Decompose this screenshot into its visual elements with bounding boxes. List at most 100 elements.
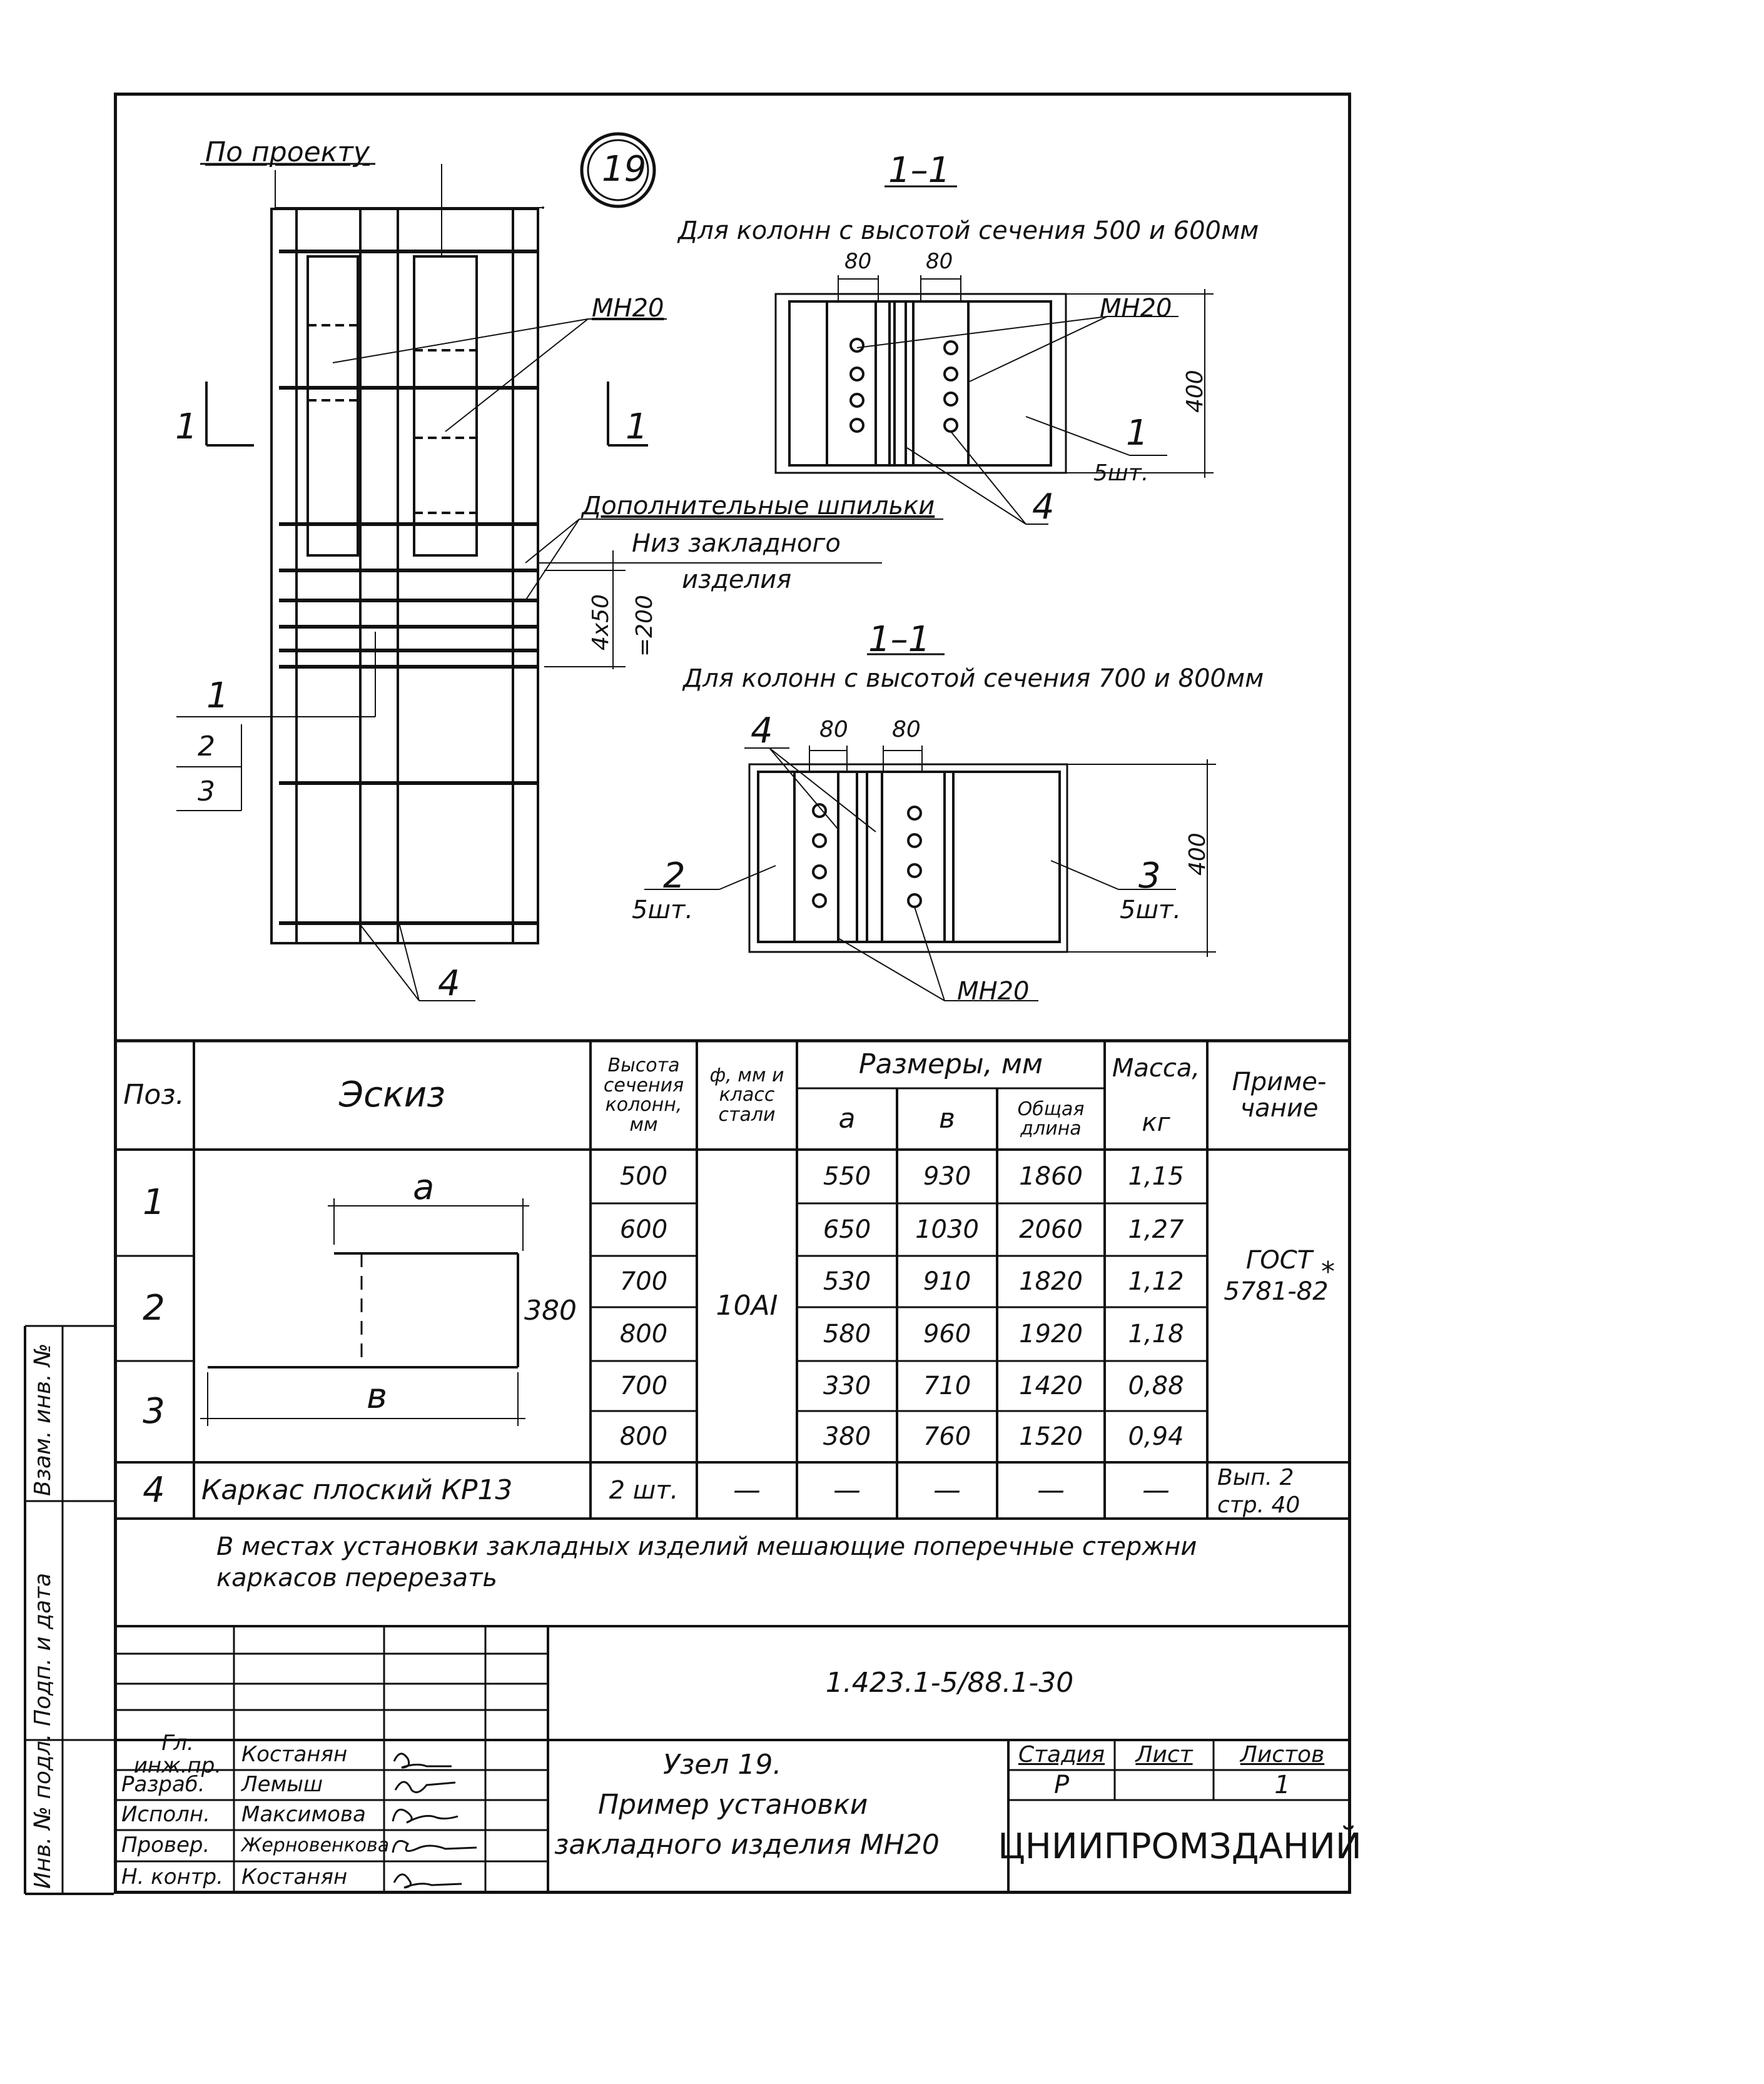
side-stamp-inv-orig: Инв. № подл.: [30, 1733, 56, 1889]
mn20-label: МН20: [592, 294, 664, 323]
role-3: Исполн.: [121, 1802, 210, 1828]
name-2: Лемыш: [241, 1772, 323, 1798]
row-5-a: 330: [823, 1372, 871, 1400]
pos-4-label: 4: [438, 963, 460, 1004]
bottom-label-2: изделия: [682, 565, 792, 594]
row-frame-note-2: стр. 40: [1217, 1492, 1300, 1518]
header-dim-b: в: [939, 1102, 955, 1135]
header-dims: Размеры, мм: [858, 1048, 1043, 1080]
row-5-total: 1420: [1019, 1372, 1083, 1400]
row-pos-3: 3: [143, 1390, 165, 1432]
row-4-b: 960: [923, 1320, 971, 1348]
pos-3-label: 3: [198, 776, 215, 807]
name-4: Жерновенкова: [241, 1834, 390, 1857]
title-line-2: Пример установки: [598, 1789, 868, 1821]
sketch-label-b: в: [367, 1376, 388, 1417]
row-frame-dash-mass: —: [1142, 1474, 1170, 1506]
section-2-pos-2-count: 5шт.: [632, 896, 694, 924]
sheets-header: Листов: [1240, 1742, 1325, 1768]
row-frame-pos: 4: [143, 1469, 165, 1510]
header-sketch: Эскиз: [339, 1074, 445, 1115]
row-1-mass: 1,15: [1128, 1162, 1184, 1191]
steel-class: 10АI: [716, 1289, 778, 1322]
row-frame-name: Каркас плоский КР13: [201, 1474, 513, 1506]
sheet-header: Лист: [1135, 1742, 1193, 1768]
row-3-mass: 1,12: [1128, 1267, 1184, 1296]
section-2-caption: Для колонн с высотой сечения 700 и 800мм: [683, 664, 1264, 693]
row-frame-dash-diameter: —: [733, 1474, 761, 1506]
row-2-a: 650: [823, 1215, 871, 1244]
sketch-label-h: 380: [524, 1295, 577, 1327]
section-marker-left: 1: [175, 407, 198, 447]
section-marker-right: 1: [626, 407, 648, 447]
section-2-pos-4: 4: [751, 711, 773, 751]
role-5: Н. контр.: [121, 1864, 223, 1890]
row-frame-dash-total: —: [1037, 1474, 1065, 1506]
role-2: Разраб.: [121, 1772, 205, 1798]
title-line-3: закладного изделия МН20: [554, 1829, 940, 1861]
row-6-height: 800: [619, 1422, 668, 1451]
row-3-total: 1820: [1019, 1267, 1083, 1296]
section-2-dim-80b: 80: [892, 717, 921, 742]
row-frame-dash-b: —: [933, 1474, 961, 1506]
row-1-a: 550: [823, 1162, 871, 1191]
section-2-title: 1–1: [868, 619, 931, 660]
stage-header: Стадия: [1018, 1742, 1105, 1768]
row-2-b: 1030: [915, 1215, 979, 1244]
gost-line-2: 5781-82: [1224, 1277, 1329, 1306]
gost-line-1: ГОСТ: [1245, 1246, 1313, 1275]
row-5-b: 710: [923, 1372, 971, 1400]
sketch-label-a: а: [413, 1167, 435, 1208]
name-3: Максимова: [241, 1802, 366, 1828]
section-1-dim-80a: 80: [844, 249, 872, 274]
row-5-height: 700: [619, 1372, 668, 1400]
section-1-dim-80b: 80: [926, 249, 953, 274]
sheet-value: [1115, 1770, 1214, 1800]
header-dim-a: а: [838, 1102, 856, 1135]
row-6-b: 760: [923, 1422, 971, 1451]
row-frame-qty: 2 шт.: [609, 1476, 679, 1505]
sheets-value: 1: [1274, 1771, 1290, 1799]
row-1-total: 1860: [1019, 1162, 1083, 1191]
row-3-a: 530: [823, 1267, 871, 1296]
row-4-mass: 1,18: [1128, 1320, 1184, 1348]
header-diameter: ф, мм и класс стали: [709, 1064, 784, 1126]
section-1-pos-4: 4: [1032, 487, 1055, 527]
row-5-mass: 0,88: [1128, 1372, 1184, 1400]
title-line-1: Узел 19.: [663, 1749, 782, 1781]
section-1-caption: Для колонн с высотой сечения 500 и 600мм: [678, 216, 1259, 245]
row-3-height: 700: [619, 1267, 668, 1296]
header-mass: Масса,: [1112, 1054, 1200, 1083]
gost-star: *: [1321, 1256, 1335, 1288]
row-2-mass: 1,27: [1128, 1215, 1184, 1244]
section-1-qty-pos: 1: [1126, 413, 1148, 453]
document-code: 1.423.1-5/88.1-30: [825, 1666, 1074, 1699]
name-1: Костанян: [241, 1742, 348, 1768]
header-pos: Поз.: [123, 1078, 185, 1111]
role-4: Провер.: [121, 1833, 210, 1858]
section-2-mn20: МН20: [957, 977, 1030, 1006]
section-2-pos-2: 2: [663, 856, 686, 896]
by-project-label: По проекту: [205, 136, 370, 168]
row-2-total: 2060: [1019, 1215, 1083, 1244]
row-frame-note-1: Вып. 2: [1217, 1465, 1294, 1490]
row-1-height: 500: [619, 1162, 668, 1191]
row-pos-1: 1: [143, 1181, 165, 1223]
row-2-height: 600: [619, 1215, 668, 1244]
stage-value: Р: [1053, 1771, 1070, 1799]
sheet-frame: [114, 93, 1351, 1894]
section-2-pos-3: 3: [1138, 856, 1161, 896]
row-1-b: 930: [923, 1162, 971, 1191]
header-dim-total: Общая длина: [1017, 1098, 1085, 1140]
row-6-mass: 0,94: [1128, 1422, 1184, 1451]
section-2-pos-3-count: 5шт.: [1120, 896, 1182, 924]
extra-pins-label: Дополнительные шпильки: [582, 492, 935, 520]
row-frame-dash-a: —: [833, 1474, 861, 1506]
row-4-height: 800: [619, 1320, 668, 1348]
row-pos-2: 2: [143, 1287, 165, 1328]
section-2-dim-80a: 80: [819, 717, 848, 742]
general-note-line-2: каркасов перерезать: [216, 1564, 497, 1592]
header-note: Приме-чание: [1232, 1068, 1327, 1123]
